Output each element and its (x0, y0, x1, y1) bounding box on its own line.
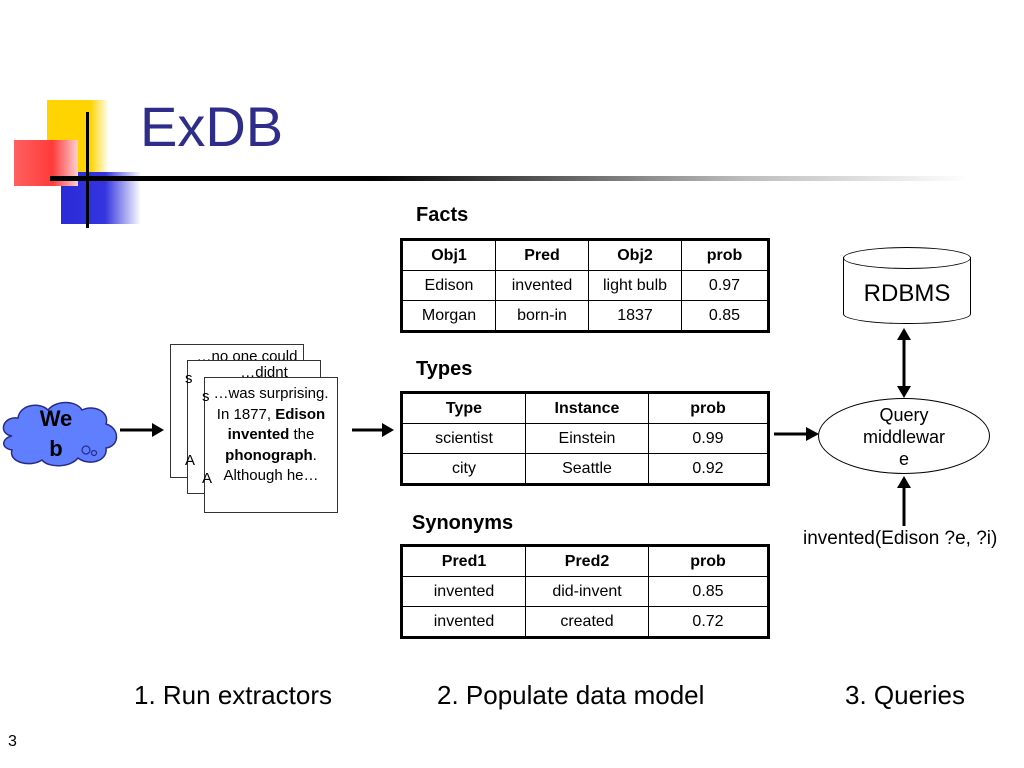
document-front: …was surprising. In 1877, Edison invente… (204, 377, 338, 513)
document-side-letter: A (185, 452, 196, 469)
synonyms-table: Pred1 Pred2 prob invented did-invent 0.8… (400, 544, 770, 639)
document-side-letter: s (185, 370, 193, 387)
document-text-part: . Although he… (223, 446, 319, 485)
table-cell: did-invent (525, 576, 649, 607)
synonyms-header-row: Pred1 Pred2 prob (401, 545, 769, 577)
document-text-part: …was surprising. In 1877, (213, 385, 329, 423)
arrow-rdbms-middleware (897, 328, 911, 398)
table-header-cell: prob (648, 392, 769, 424)
table-header-cell: Type (401, 392, 526, 424)
table-cell: 1837 (588, 300, 682, 332)
table-cell: Seattle (525, 453, 649, 485)
table-cell: 0.99 (648, 423, 769, 454)
table-header-cell: Pred2 (525, 545, 649, 577)
query-text: invented(Edison ?e, ?i) (803, 528, 998, 549)
table-header-cell: Obj2 (588, 239, 682, 271)
types-label: Types (416, 358, 473, 380)
table-row: Morgan born-in 1837 0.85 (401, 300, 769, 332)
document-text-part: the (289, 426, 315, 443)
document-side-letter: A (202, 470, 213, 487)
arrow-web-to-docs (120, 423, 164, 437)
types-header-row: Type Instance prob (401, 392, 769, 424)
table-header-cell: Pred (495, 239, 589, 271)
middleware-line: middlewar (862, 427, 946, 447)
facts-header-row: Obj1 Pred Obj2 prob (401, 239, 769, 271)
table-header-cell: Pred1 (401, 545, 526, 577)
table-cell: Edison (401, 270, 496, 301)
query-middleware-ellipse (818, 398, 990, 474)
table-cell: created (525, 606, 649, 638)
table-row: scientist Einstein 0.99 (401, 423, 769, 454)
table-header-cell: prob (648, 545, 769, 577)
rdbms-cylinder-top (843, 247, 971, 269)
table-cell: 0.85 (648, 576, 769, 607)
facts-table: Obj1 Pred Obj2 prob Edison invented ligh… (400, 238, 770, 333)
table-cell: city (401, 453, 526, 485)
table-row: invented created 0.72 (401, 606, 769, 638)
synonyms-label: Synonyms (412, 512, 514, 534)
table-cell: scientist (401, 423, 526, 454)
step-label-populate: 2. Populate data model (437, 680, 705, 710)
table-cell: born-in (495, 300, 589, 332)
table-cell: invented (495, 270, 589, 301)
table-cell: 0.92 (648, 453, 769, 485)
table-cell: 0.72 (648, 606, 769, 638)
table-cell: 0.85 (681, 300, 769, 332)
middleware-line: e (898, 449, 909, 469)
web-label-line2: b (49, 436, 63, 461)
title-decoration-vertical-line (86, 112, 89, 228)
table-row: invented did-invent 0.85 (401, 576, 769, 607)
web-cloud-icon (2, 401, 118, 467)
web-cloud-label: We b (28, 404, 84, 464)
table-cell: 0.97 (681, 270, 769, 301)
arrow-docs-to-tables (352, 423, 394, 437)
table-cell: Morgan (401, 300, 496, 332)
table-header-cell: prob (681, 239, 769, 271)
step-label-queries: 3. Queries (845, 680, 965, 710)
types-table: Type Instance prob scientist Einstein 0.… (400, 391, 770, 486)
table-cell: invented (401, 576, 526, 607)
web-label-line1: We (39, 406, 73, 431)
document-text-bold: phonograph (225, 446, 313, 464)
document-front-text: …was surprising. In 1877, Edison invente… (205, 378, 337, 493)
middleware-line: Query (879, 405, 929, 425)
document-text-bold: Edison invented (227, 405, 326, 444)
table-row: Edison invented light bulb 0.97 (401, 270, 769, 301)
arrow-query-to-middleware (897, 476, 911, 526)
table-cell: invented (401, 606, 526, 638)
document-middle-text: …didnt (240, 364, 288, 381)
facts-label: Facts (416, 204, 469, 226)
rdbms-label: RDBMS (863, 280, 951, 307)
query-middleware-label: Query middlewar e (818, 404, 990, 470)
table-header-cell: Obj1 (401, 239, 496, 271)
title-underline (50, 176, 970, 181)
table-cell: light bulb (588, 270, 682, 301)
table-cell: Einstein (525, 423, 649, 454)
arrow-tables-to-middleware (774, 427, 819, 441)
step-label-extractors: 1. Run extractors (134, 680, 332, 710)
table-row: city Seattle 0.92 (401, 453, 769, 485)
document-side-letter: s (202, 388, 210, 405)
page-number: 3 (8, 733, 17, 750)
slide-title: ExDB (140, 95, 284, 158)
table-header-cell: Instance (525, 392, 649, 424)
